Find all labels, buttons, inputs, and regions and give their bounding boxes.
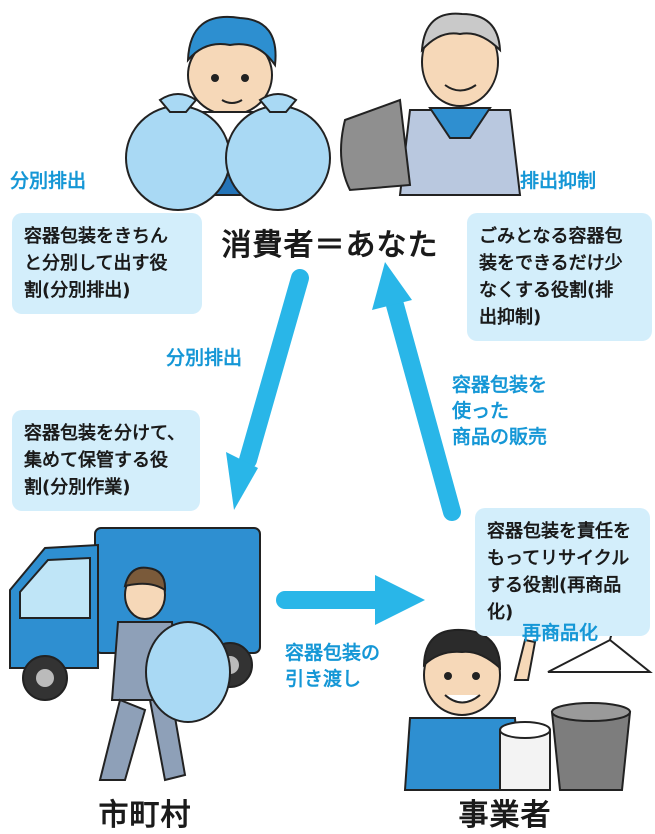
bubble-line: なくする役割(排	[479, 280, 614, 301]
consumer-title: 消費者＝あなた	[221, 228, 439, 263]
bubble-line: 割(分別排出)	[24, 280, 131, 301]
bubble-line: と分別して出す役	[24, 253, 168, 274]
bubble-line: 出抑制)	[479, 307, 542, 328]
worker-icon	[98, 566, 231, 782]
bubble-line: 割(分別作業)	[24, 477, 131, 498]
bubble-line: 装をできるだけ少	[479, 253, 623, 274]
flow-arrows	[226, 262, 461, 625]
consumer-elder-icon	[340, 12, 522, 196]
bubble-line: 容器包装をきちん	[24, 226, 168, 247]
bubble-line: する役割(再商品化)	[487, 575, 622, 623]
consumer-left-label: 分別排出	[10, 170, 87, 192]
arrow-left-label: 分別排出	[166, 347, 243, 369]
consumer-right-bubble: ごみとなる容器包 装をできるだけ少 なくする役割(排 出抑制)	[467, 213, 652, 341]
consumer-right-label: 排出抑制	[520, 170, 597, 192]
bubble-line: 容器包装を分けて、	[24, 423, 186, 444]
consumer-left-bubble: 容器包装をきちん と分別して出す役 割(分別排出)	[12, 213, 202, 314]
toilet-paper-icon	[499, 721, 551, 791]
business-bubble: 容器包装を責任を もってリサイクル する役割(再商品化)	[475, 508, 650, 636]
bucket-icon	[550, 702, 632, 791]
bubble-line: ごみとなる容器包	[479, 226, 623, 247]
arrow-bottom-label: 容器包装の 引き渡し	[285, 642, 381, 690]
municipality-bubble: 容器包装を分けて、 集めて保管する役 割(分別作業)	[12, 410, 200, 511]
garbage-bag-icon	[125, 93, 331, 211]
business-title: 事業者	[458, 798, 552, 833]
arrow-right-label: 容器包装を 使った 商品の販売	[452, 374, 548, 448]
bubble-line: もってリサイクル	[487, 548, 630, 569]
bubble-line: 集めて保管する役	[24, 450, 168, 471]
business-man-icon	[403, 628, 537, 791]
business-label: 再商品化	[522, 622, 599, 644]
bubble-line: 容器包装を責任を	[487, 521, 631, 542]
municipality-title: 市町村	[98, 798, 192, 833]
